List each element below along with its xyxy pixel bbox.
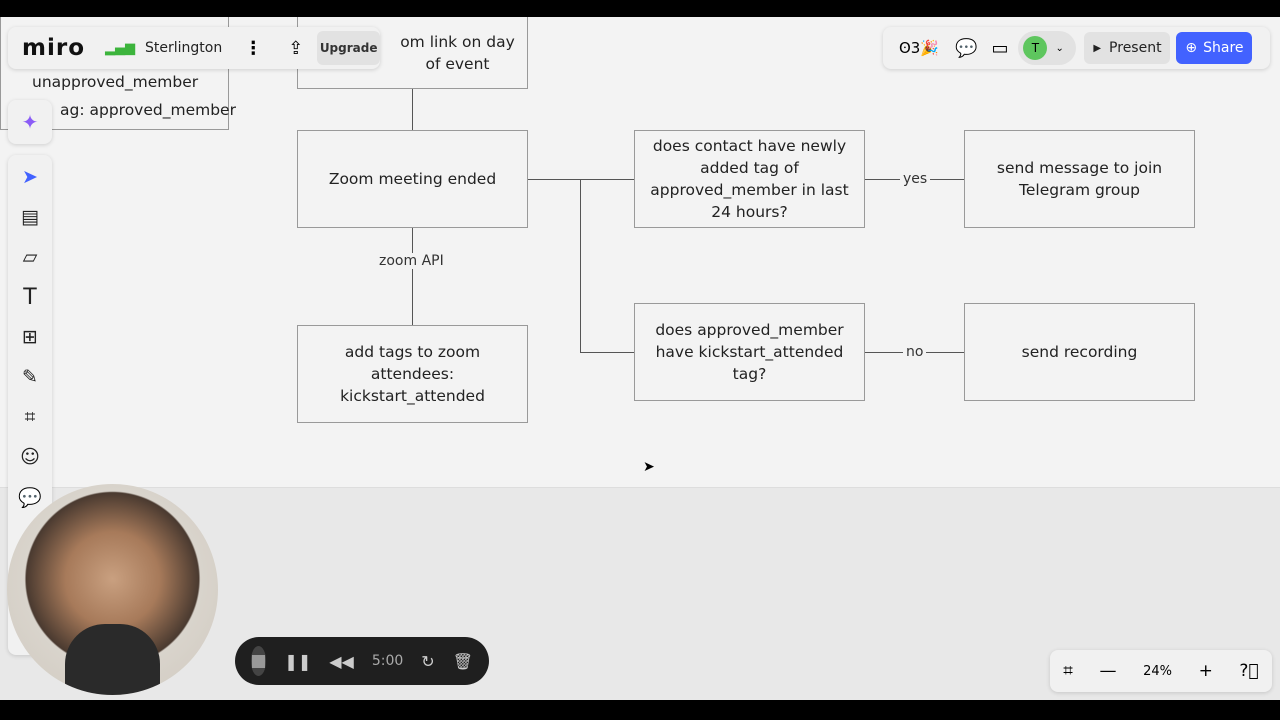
restart-icon[interactable]: ↻	[421, 651, 435, 671]
miro-logo[interactable]: miro	[22, 35, 85, 61]
mouse-cursor-icon: ➤	[643, 459, 655, 475]
export-icon[interactable]: ⇪	[288, 37, 304, 59]
templates-icon[interactable]: ▤	[21, 206, 39, 228]
fit-screen-icon[interactable]: ⌗	[1063, 661, 1073, 681]
node-text: send recording	[1021, 343, 1138, 361]
delete-icon[interactable]: 🗑	[452, 651, 473, 671]
chevron-down-icon: ⌄	[1055, 42, 1064, 54]
zoom-in-button[interactable]: +	[1198, 661, 1213, 681]
edge	[580, 179, 581, 352]
present-label: Present	[1109, 40, 1162, 56]
text-tool-icon[interactable]: T	[23, 284, 37, 310]
node-add-tags[interactable]: add tags to zoom attendees: kickstart_at…	[297, 325, 528, 423]
node-text: om link on day of event	[400, 33, 515, 73]
webcam-person	[65, 624, 160, 695]
user-menu[interactable]: T ⌄	[1018, 31, 1077, 65]
zoom-level[interactable]: 24%	[1143, 663, 1172, 679]
stickers-icon[interactable]: ☺	[20, 446, 40, 468]
node-send-recording[interactable]: send recording	[964, 303, 1195, 401]
node-text: does contact have newly added tag of app…	[650, 137, 849, 221]
chat-icon[interactable]: 💬	[955, 37, 978, 59]
node-text: does approved_member have kickstart_atte…	[655, 321, 844, 383]
sticky-note-icon[interactable]: ▱	[22, 246, 38, 268]
node-meeting-ended[interactable]: Zoom meeting ended	[297, 130, 528, 228]
edge	[580, 352, 634, 353]
collab-toolbar: ʘ3🎉 💬 ▭ T ⌄ ▶ Present ⊕ Share	[883, 27, 1270, 69]
partial-node-text-2: ag: approved_member	[60, 101, 236, 119]
globe-icon: ⊕	[1185, 40, 1198, 56]
help-icon[interactable]: ?⃝	[1239, 661, 1259, 681]
edge-label-no: no	[903, 344, 927, 360]
stop-recording-button[interactable]	[251, 646, 267, 676]
pen-icon[interactable]: ✎	[22, 366, 38, 388]
comment-icon[interactable]: 💬	[18, 486, 42, 509]
more-menu-icon[interactable]: ⋮	[244, 37, 263, 59]
share-button[interactable]: ⊕ Share	[1176, 32, 1253, 64]
pause-icon[interactable]: ❚❚	[284, 651, 312, 671]
node-check-attended[interactable]: does approved_member have kickstart_atte…	[634, 303, 865, 401]
edge	[528, 179, 634, 180]
node-check-new-tag[interactable]: does contact have newly added tag of app…	[634, 130, 865, 228]
reactions-icon[interactable]: ʘ3🎉	[899, 39, 940, 57]
ai-sparkle-icon[interactable]: ✦	[8, 100, 52, 144]
shapes-icon[interactable]: ⊞	[22, 326, 38, 348]
frame-icon[interactable]: ⌗	[24, 406, 36, 428]
edge-label-zoom-api: zoom API	[376, 253, 447, 269]
node-text: Zoom meeting ended	[328, 170, 497, 188]
node-text: add tags to zoom attendees: kickstart_at…	[340, 343, 485, 405]
rewind-icon[interactable]: ◀◀	[329, 651, 354, 671]
edge	[412, 228, 413, 325]
play-icon: ▶	[1093, 42, 1102, 54]
board-name[interactable]: Sterlington	[145, 40, 223, 56]
avatar: T	[1023, 36, 1048, 60]
upgrade-button[interactable]: Upgrade	[317, 31, 380, 65]
select-tool-icon[interactable]: ➤	[22, 166, 38, 188]
video-icon[interactable]: ▭	[991, 37, 1009, 59]
zoom-out-button[interactable]: —	[1099, 661, 1117, 681]
recorder-controls: ❚❚ ◀◀ 5:00 ↻ 🗑	[235, 637, 489, 685]
board-header: miro ▂▄▆ Sterlington ⋮ ⇪ Upgrade	[8, 27, 380, 69]
partial-node-text-1: unapproved_member	[32, 73, 199, 91]
node-send-telegram[interactable]: send message to join Telegram group	[964, 130, 1195, 228]
share-label: Share	[1203, 40, 1244, 56]
recording-timer: 5:00	[371, 653, 404, 669]
plan-signal-icon: ▂▄▆	[105, 40, 135, 56]
webcam-overlay	[7, 484, 218, 695]
stop-icon	[252, 654, 266, 668]
zoom-controls: ⌗ — 24% + ?⃝	[1050, 650, 1272, 692]
node-text: send message to join Telegram group	[996, 159, 1163, 199]
present-button[interactable]: ▶ Present	[1084, 32, 1171, 64]
edge	[412, 89, 413, 130]
edge-label-yes: yes	[900, 171, 931, 187]
